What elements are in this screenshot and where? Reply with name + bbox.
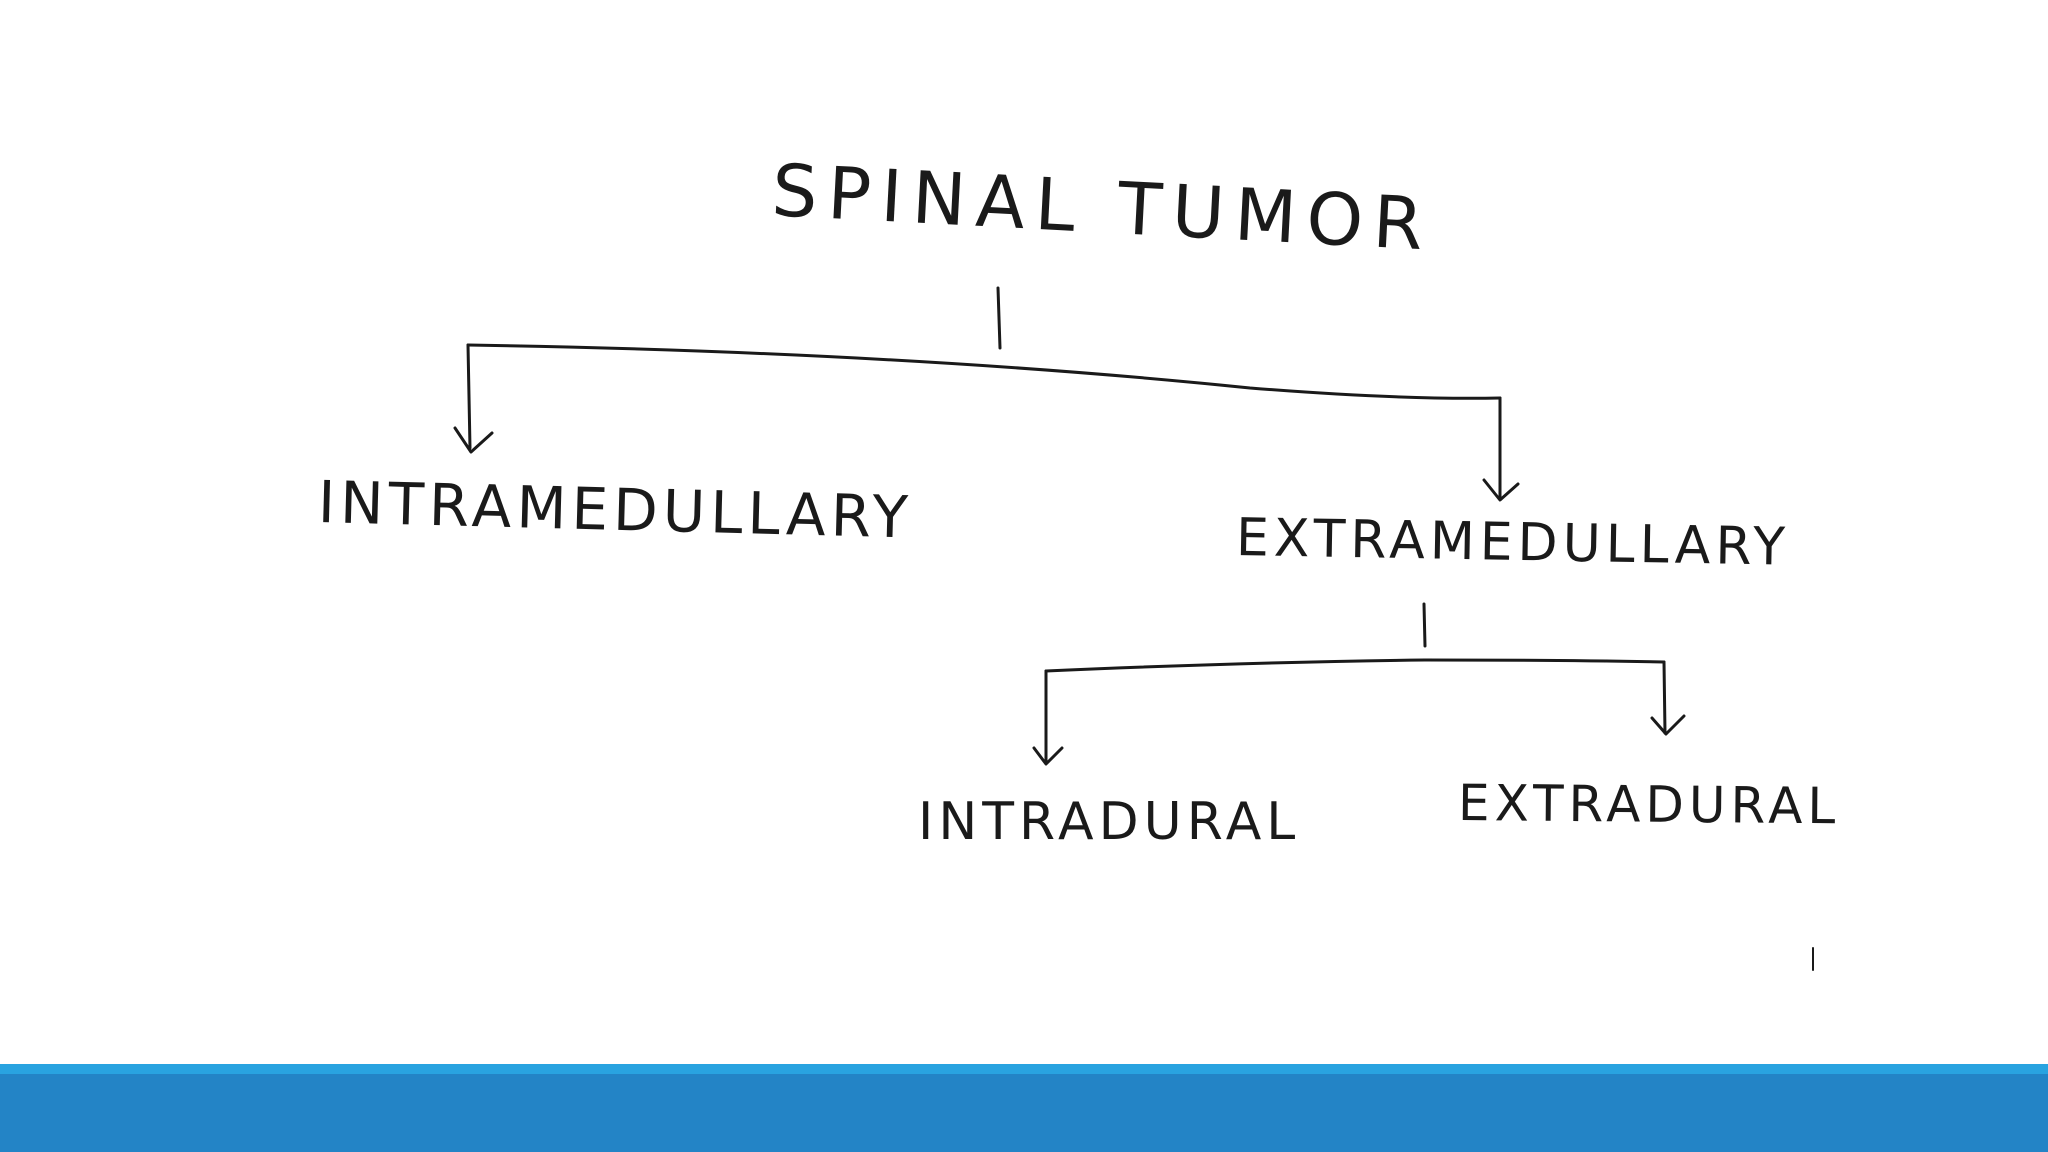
extramedullary-stem-connector	[1422, 602, 1427, 648]
level1-bracket-connector	[466, 343, 1502, 400]
extradural-drop-connector	[1662, 660, 1667, 735]
root-stem-connector	[996, 286, 1002, 350]
level2-bracket-connector	[1044, 658, 1666, 673]
extradural-node-label: EXTRADURAL	[1457, 774, 1841, 836]
intradural-node-label: INTRADURAL	[918, 792, 1301, 852]
intradural-arrowhead	[1032, 746, 1064, 766]
extramedullary-node-label: EXTRAMEDULLARY	[1235, 508, 1791, 578]
footer-accent-strip	[0, 1064, 2048, 1074]
footer-bar	[0, 1074, 2048, 1152]
extradural-arrowhead	[1650, 714, 1686, 736]
extramedullary-arrowhead	[1482, 478, 1520, 502]
tree-diagram	[453, 286, 1814, 971]
intramedullary-drop-connector	[466, 343, 472, 450]
intramedullary-arrowhead	[453, 426, 494, 454]
